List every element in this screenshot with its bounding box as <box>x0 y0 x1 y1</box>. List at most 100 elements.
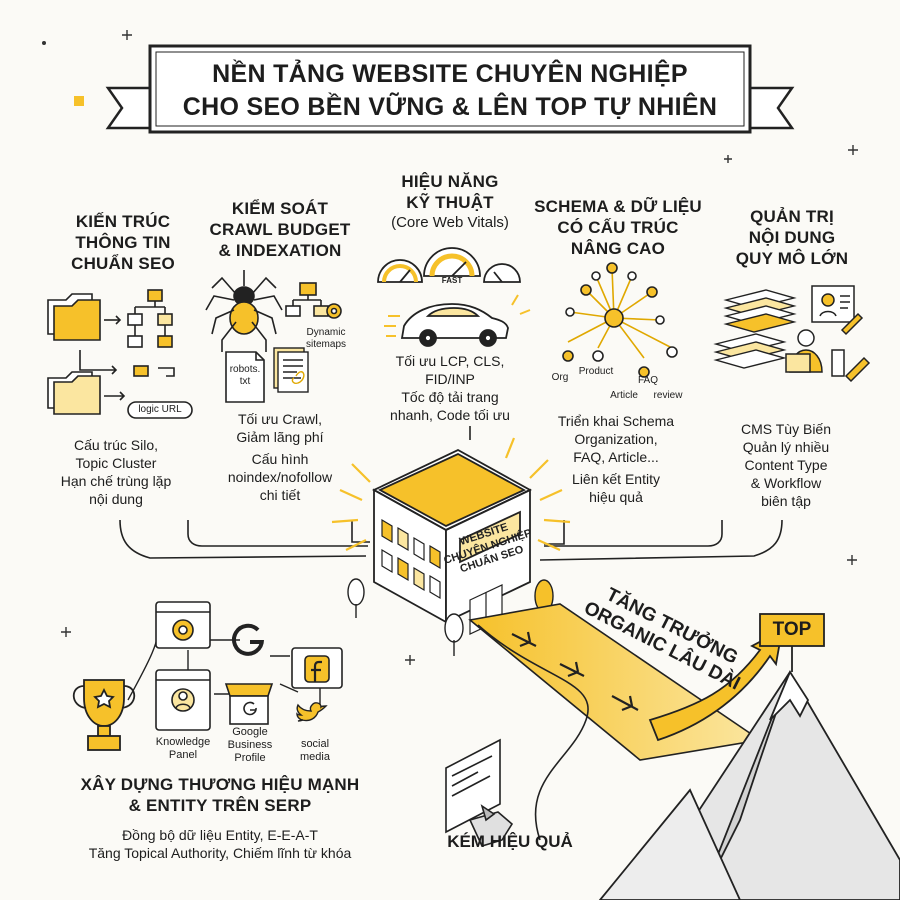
knowledge-panel-icon <box>155 669 211 731</box>
heading-line: & ENTITY TRÊN SERP <box>128 796 312 815</box>
description-line: noindex/nofollow <box>227 469 333 485</box>
label-line: media <box>300 751 330 763</box>
weak-result-label: KÉM HIỆU QUẢ <box>447 832 573 851</box>
description-line: Liên kết Entity <box>572 471 660 487</box>
description-line: Giảm lãng phí <box>236 429 324 445</box>
pillar-performance-heading: HIỆU NĂNG KỸ THUẬT <box>370 171 530 213</box>
label-line: social <box>300 738 330 750</box>
label-line: Google <box>232 726 268 738</box>
description-line: Cấu hình <box>251 451 309 467</box>
broken-page-icon <box>445 738 514 847</box>
description-line: Quản lý nhiều <box>742 439 830 455</box>
description-line: FAQ, Article... <box>573 449 659 465</box>
label-line: txt <box>239 376 251 387</box>
heading-line: NÂNG CAO <box>570 239 666 258</box>
description-line: Tối ưu Crawl, <box>237 411 323 427</box>
label-line: Dynamic <box>306 327 346 338</box>
schema-node-review: review <box>653 390 683 401</box>
description-line: Content Type <box>744 457 828 473</box>
schema-network-icon <box>562 262 678 378</box>
description-line: Hạn chế trùng lặp <box>60 473 172 489</box>
pillar-content-description: CMS Tùy Biến Quản lý nhiều Content Type … <box>716 420 856 510</box>
sparkle-decorations <box>61 30 858 665</box>
description-line: Organization, <box>574 431 658 447</box>
label-line: Profile <box>234 752 266 764</box>
description-line: Tốc độ tải trang <box>401 389 499 405</box>
facebook-icon <box>291 647 343 689</box>
gear-window-icon <box>155 601 211 649</box>
mountain-illustration <box>598 613 900 900</box>
label-line: Business <box>227 739 273 751</box>
schema-node-product: Product <box>578 366 614 377</box>
heading-line: KIẾN TRÚC <box>75 212 171 231</box>
pillar-performance-subheading: (Core Web Vitals) <box>391 214 509 231</box>
heading-line: CRAWL BUDGET <box>209 220 351 239</box>
description-line: Tăng Topical Authority, Chiếm lĩnh từ kh… <box>88 845 352 861</box>
heading-line: NỘI DUNG <box>748 228 836 247</box>
description-line: CMS Tùy Biến <box>741 421 831 437</box>
heading-line: XÂY DỰNG THƯƠNG HIỆU MẠNH <box>80 775 360 794</box>
description-line: & Workflow <box>750 475 822 491</box>
pillar-crawl-heading: KIỂM SOÁT CRAWL BUDGET & INDEXATION <box>200 198 360 261</box>
title-banner <box>105 44 795 134</box>
description-line: chi tiết <box>259 487 301 503</box>
heading-line: KIỂM SOÁT <box>231 199 329 218</box>
heading-line: QUẢN TRỊ <box>750 207 834 226</box>
heading-line: SCHEMA & DỮ LIỆU <box>534 197 702 216</box>
schema-node-faq: FAQ <box>637 375 658 386</box>
brand-description: Đồng bộ dữ liệu Entity, E-E-A-T Tăng Top… <box>50 826 390 862</box>
logic-url-label: logic URL <box>138 404 182 415</box>
heading-line: HIỆU NĂNG <box>401 172 499 191</box>
profile-card-icon <box>811 285 864 336</box>
top-badge: TOP <box>772 619 812 640</box>
glow-rays <box>331 437 571 552</box>
document-stack-icon <box>713 289 797 369</box>
document-icon <box>273 347 309 393</box>
folder-tree-icon <box>47 289 193 419</box>
label-line: robots. <box>229 364 261 375</box>
pillar-schema-description: Triển khai Schema Organization, FAQ, Art… <box>538 412 694 506</box>
label-line: sitemaps <box>305 339 346 350</box>
growth-arrow <box>648 628 784 742</box>
google-business-label: Google Business Profile <box>216 726 284 765</box>
description-line: Triển khai Schema <box>557 413 675 429</box>
heading-line: CÓ CẤU TRÚC <box>557 218 679 237</box>
social-media-label: social media <box>290 738 340 764</box>
page-title-line-1: NỀN TẢNG WEBSITE CHUYÊN NGHIỆP <box>212 60 688 88</box>
description-line: Cấu trúc Silo, <box>73 437 159 453</box>
heading-line: & INDEXATION <box>218 241 342 260</box>
schema-node-org: Org <box>551 372 569 383</box>
editor-person-icon <box>785 329 871 383</box>
sports-car-icon <box>384 303 509 347</box>
pillar-crawl-description: Tối ưu Crawl, Giảm lãng phí Cấu hình noi… <box>205 410 355 504</box>
google-logo-icon <box>232 623 264 656</box>
description-line: biên tập <box>761 493 811 509</box>
robots-file-icon <box>225 351 265 403</box>
label-line: Knowledge <box>155 736 211 748</box>
description-line: FID/INP <box>425 371 475 387</box>
twitter-bird-icon <box>296 702 328 722</box>
pillar-architecture-description: Cấu trúc Silo, Topic Cluster Hạn chế trù… <box>28 436 204 508</box>
pillar-schema-heading: SCHEMA & DỮ LIỆU CÓ CẤU TRÚC NÂNG CAO <box>528 196 708 259</box>
label-line: Panel <box>168 749 198 761</box>
heading-line: THÔNG TIN <box>75 233 171 252</box>
description-line: Đồng bộ dữ liệu Entity, E-E-A-T <box>122 827 318 843</box>
heading-line: QUY MÔ LỚN <box>735 249 849 268</box>
robots-txt-label: robots. txt <box>226 364 264 388</box>
knowledge-panel-label: Knowledge Panel <box>146 736 220 762</box>
description-line: nhanh, Code tối ưu <box>390 407 510 423</box>
spider-icon <box>205 270 283 352</box>
connector-lines <box>119 426 783 561</box>
heading-line: KỸ THUẬT <box>406 193 494 212</box>
trophy-icon <box>72 679 136 751</box>
tree-icons <box>347 578 554 656</box>
dynamic-sitemaps-label: Dynamic sitemaps <box>296 327 356 351</box>
google-business-icon <box>224 683 274 725</box>
description-line: Topic Cluster <box>75 455 157 471</box>
description-line: Tối ưu LCP, CLS, <box>395 353 505 369</box>
brand-heading: XÂY DỰNG THƯƠNG HIỆU MẠNH & ENTITY TRÊN … <box>70 774 370 816</box>
description-line: nội dung <box>89 491 143 507</box>
pillar-performance-description: Tối ưu LCP, CLS, FID/INP Tốc độ tải tran… <box>372 352 528 424</box>
fast-gauge-label: FAST <box>441 276 463 285</box>
